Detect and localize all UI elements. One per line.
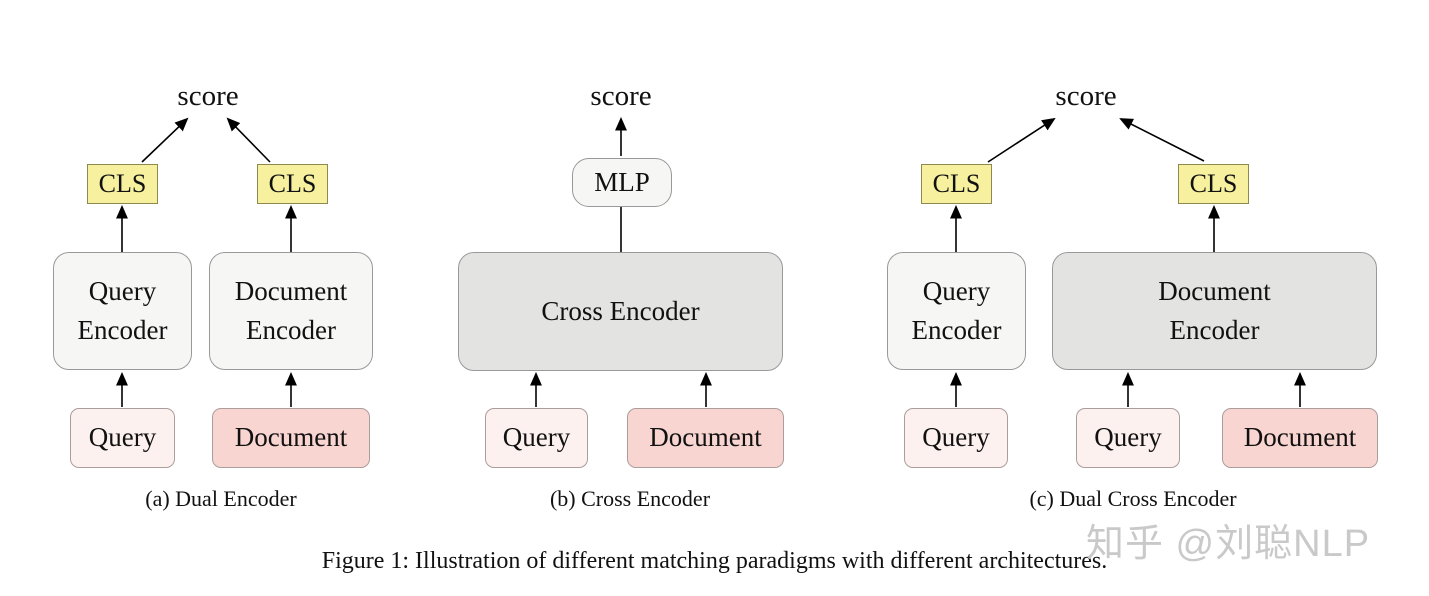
cls-box-a-right: CLS — [257, 164, 328, 204]
document-input-box-c: Document — [1222, 408, 1378, 468]
query-encoder-box-c: Query Encoder — [887, 252, 1026, 370]
cls-box-c-left: CLS — [921, 164, 992, 204]
panel-caption-b: (b) Cross Encoder — [549, 486, 711, 511]
arrow-a-cls-left-to-score — [141, 117, 189, 163]
query-input-box-c-mid: Query — [1076, 408, 1180, 468]
document-input-box-a: Document — [212, 408, 370, 468]
query-input-box-b: Query — [485, 408, 588, 468]
document-input-box-b: Document — [627, 408, 784, 468]
cls-box-c-right: CLS — [1178, 164, 1249, 204]
score-label-a: score — [177, 80, 239, 112]
document-encoder-box-a: Document Encoder — [209, 252, 373, 370]
panel-caption-a: (a) Dual Encoder — [145, 486, 297, 511]
score-label-b: score — [590, 80, 652, 112]
query-input-box-c-left: Query — [904, 408, 1008, 468]
document-encoder-box-c: Document Encoder — [1052, 252, 1377, 370]
query-input-box-a: Query — [70, 408, 175, 468]
panel-caption-c: (c) Dual Cross Encoder — [1029, 486, 1237, 511]
score-label-c: score — [1055, 80, 1117, 112]
arrow-c-cls-right-to-score — [1119, 118, 1205, 162]
mlp-box-b: MLP — [572, 158, 672, 207]
watermark: 知乎 @刘聪NLP — [1086, 523, 1371, 565]
arrow-a-cls-right-to-score — [226, 117, 271, 163]
cls-box-a-left: CLS — [87, 164, 158, 204]
figure-caption: Figure 1: Illustration of different matc… — [321, 548, 1108, 574]
query-encoder-box-a: Query Encoder — [53, 252, 192, 370]
arrow-c-cls-left-to-score — [987, 117, 1056, 163]
cross-encoder-box-b: Cross Encoder — [458, 252, 783, 371]
